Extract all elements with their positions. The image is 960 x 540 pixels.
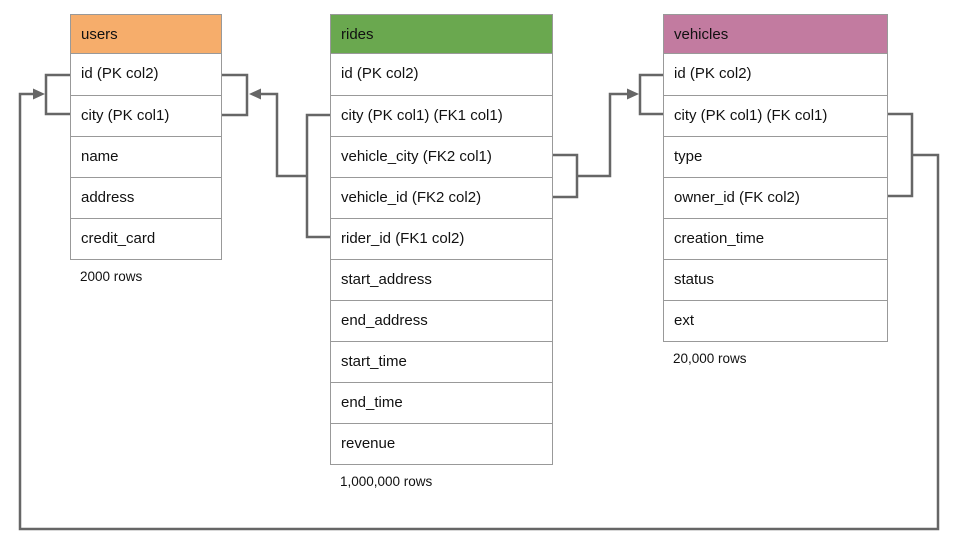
relationship-rides-to-vehicles — [553, 73, 663, 199]
table-rides-row-count: 1,000,000 rows — [340, 474, 433, 489]
column-cell: start_address — [331, 259, 552, 300]
rides-users-link-line — [260, 92, 307, 178]
rides-left-bracket-line — [305, 113, 330, 239]
table-users-box: users id (PK col2) city (PK col1) name a… — [70, 14, 222, 260]
column-cell: rider_id (FK1 col2) — [331, 218, 552, 259]
table-users-header: users — [71, 15, 221, 54]
column-cell: vehicle_city (FK2 col1) — [331, 136, 552, 177]
arrowhead-into-users-left-icon — [33, 88, 45, 100]
table-vehicles-row-count: 20,000 rows — [673, 351, 747, 366]
table-users-row-count: 2000 rows — [80, 269, 143, 284]
column-cell: owner_id (FK col2) — [664, 177, 887, 218]
column-cell: end_address — [331, 300, 552, 341]
column-cell: id (PK col2) — [664, 54, 887, 95]
column-cell: ext — [664, 300, 887, 341]
column-cell: city (PK col1) (FK1 col1) — [331, 95, 552, 136]
column-cell: address — [71, 177, 221, 218]
column-cell: vehicle_id (FK2 col2) — [331, 177, 552, 218]
column-cell: id (PK col2) — [71, 54, 221, 95]
users-left-bracket-line — [44, 73, 70, 116]
column-cell: credit_card — [71, 218, 221, 259]
arrowhead-into-users-icon — [249, 88, 261, 100]
vehicles-left-bracket-line — [638, 73, 663, 116]
table-rides: rides id (PK col2) city (PK col1) (FK1 c… — [330, 14, 553, 489]
column-cell: city (PK col1) (FK col1) — [664, 95, 887, 136]
column-cell: city (PK col1) — [71, 95, 221, 136]
column-cell: status — [664, 259, 887, 300]
table-rides-header: rides — [331, 15, 552, 54]
table-users: users id (PK col2) city (PK col1) name a… — [70, 14, 222, 284]
table-vehicles: vehicles id (PK col2) city (PK col1) (FK… — [663, 14, 888, 366]
relationship-rides-to-users — [222, 73, 330, 239]
column-cell: start_time — [331, 341, 552, 382]
vehicles-right-bracket-line — [888, 112, 914, 198]
users-right-bracket-line — [222, 73, 249, 117]
column-cell: name — [71, 136, 221, 177]
table-vehicles-header: vehicles — [664, 15, 887, 54]
column-cell: end_time — [331, 382, 552, 423]
column-cell: revenue — [331, 423, 552, 464]
arrowhead-into-vehicles-icon — [627, 88, 639, 100]
rides-vehicles-link-line — [577, 92, 628, 178]
table-vehicles-box: vehicles id (PK col2) city (PK col1) (FK… — [663, 14, 888, 342]
column-cell: creation_time — [664, 218, 887, 259]
column-cell: type — [664, 136, 887, 177]
column-cell: id (PK col2) — [331, 54, 552, 95]
rides-right-bracket-line — [553, 153, 579, 199]
table-rides-box: rides id (PK col2) city (PK col1) (FK1 c… — [330, 14, 553, 465]
